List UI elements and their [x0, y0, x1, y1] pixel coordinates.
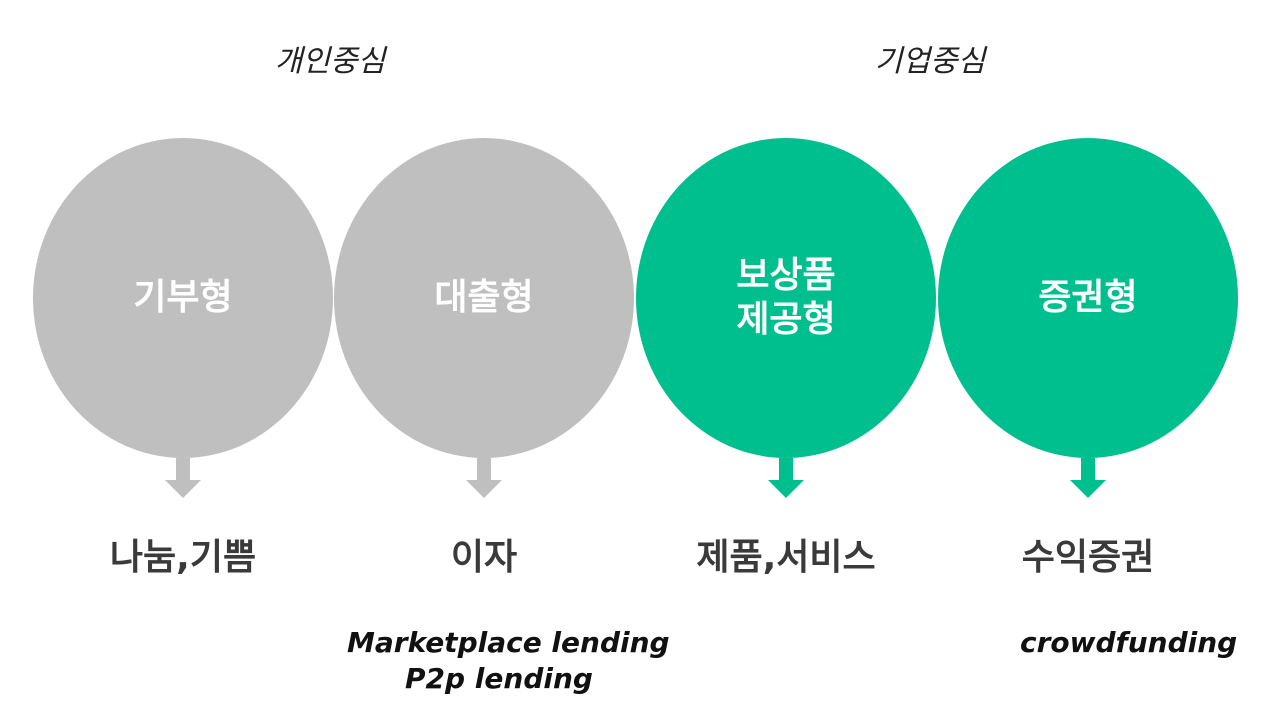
note-marketplace-lending: Marketplace lending	[347, 626, 670, 659]
circle-reward-type: 보상품 제공형	[636, 138, 936, 458]
down-arrow-icon	[165, 458, 201, 498]
result-donation: 나눔,기쁨	[109, 537, 257, 578]
result-reward: 제품,서비스	[696, 537, 876, 578]
circle-donation-type: 기부형	[33, 138, 333, 458]
down-arrow-icon	[1070, 458, 1106, 498]
group-label-personal: 개인중심	[274, 44, 386, 79]
down-arrow-icon	[768, 458, 804, 498]
note-p2p-lending: P2p lending	[405, 662, 593, 695]
result-equity: 수익증권	[1021, 537, 1155, 578]
group-label-corporate: 기업중심	[874, 44, 986, 79]
circle-lending-type: 대출형	[334, 138, 634, 458]
circle-equity-type: 증권형	[938, 138, 1238, 458]
down-arrow-icon	[466, 458, 502, 498]
note-crowdfunding: crowdfunding	[1020, 626, 1238, 659]
result-lending: 이자	[450, 537, 518, 578]
